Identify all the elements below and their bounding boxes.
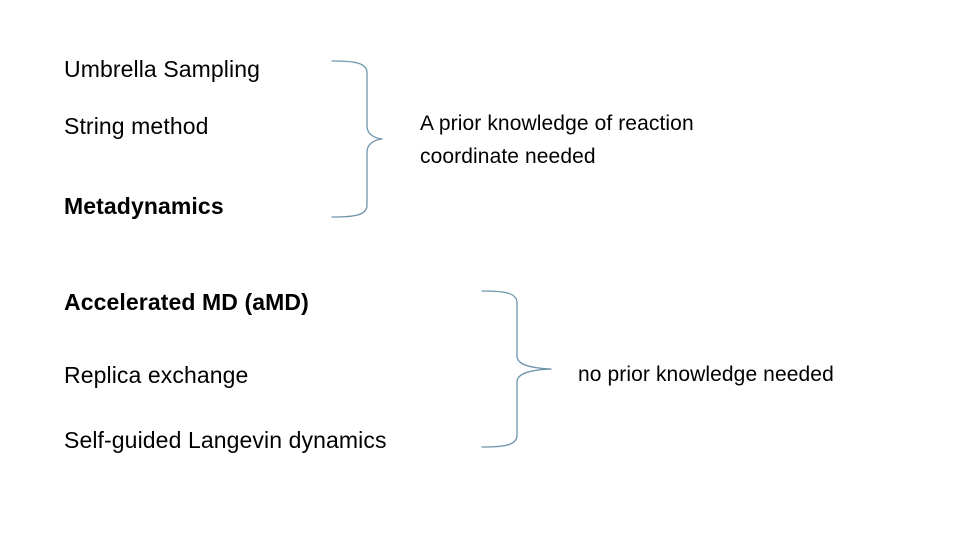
method-item-metadynamics: Metadynamics bbox=[64, 193, 224, 219]
description-line-1: A prior knowledge of reaction bbox=[420, 112, 694, 135]
description-no-prior-knowledge: no prior knowledge needed bbox=[578, 358, 834, 391]
description-line-2: coordinate needed bbox=[420, 145, 596, 168]
method-item-replica-exchange: Replica exchange bbox=[64, 362, 249, 388]
method-item-self-guided-langevin-dynamics: Self-guided Langevin dynamics bbox=[64, 427, 387, 453]
curly-brace-right-icon bbox=[480, 288, 555, 450]
method-item-umbrella-sampling: Umbrella Sampling bbox=[64, 56, 260, 82]
description-line-1: no prior knowledge needed bbox=[578, 363, 834, 386]
description-prior-knowledge: A prior knowledge of reaction coordinate… bbox=[420, 107, 694, 173]
curly-brace-right-icon bbox=[330, 58, 386, 220]
method-item-string-method: String method bbox=[64, 113, 209, 139]
method-item-accelerated-md: Accelerated MD (aMD) bbox=[64, 289, 309, 315]
